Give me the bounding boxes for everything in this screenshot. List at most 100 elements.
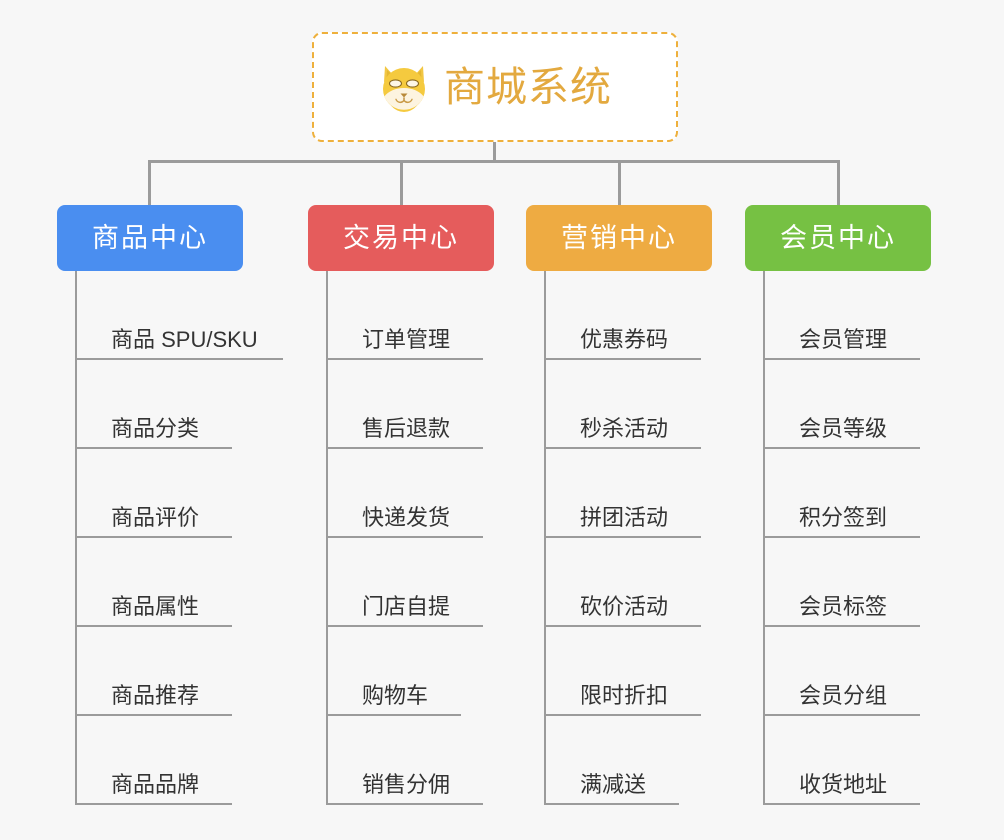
item-underline [326,803,483,805]
list-item[interactable]: 会员分组 [763,627,993,716]
item-underline [544,625,701,627]
item-underline [326,714,461,716]
list-item[interactable]: 商品推荐 [75,627,305,716]
item-label: 商品品牌 [111,772,200,797]
item-underline [544,447,701,449]
category-column-2: 交易中心 订单管理 售后退款 快递发货 门店自提 购物车 [308,205,494,805]
item-underline [75,803,232,805]
item-underline [544,714,701,716]
connector-bus [148,160,840,163]
list-item[interactable]: 商品属性 [75,538,305,627]
category-label-1: 商品中心 [92,222,208,253]
category-label-3: 营销中心 [561,222,677,253]
item-label: 售后退款 [362,416,451,441]
item-underline [763,803,920,805]
item-underline [75,358,283,360]
list-item[interactable]: 会员标签 [763,538,993,627]
item-underline [763,714,920,716]
item-underline [763,358,920,360]
list-item[interactable]: 会员管理 [763,271,993,360]
item-label: 积分签到 [799,505,888,530]
item-label: 满减送 [580,772,647,797]
item-label: 商品推荐 [111,683,200,708]
connector-root-stem [493,142,496,162]
category-spine-4 [763,271,765,805]
item-label: 会员标签 [799,594,888,619]
connector-drop-2 [400,160,403,207]
item-label: 商品分类 [111,416,200,441]
item-underline [544,803,679,805]
category-items-3: 优惠券码 秒杀活动 拼团活动 砍价活动 限时折扣 满减送 [544,271,774,805]
item-underline [763,447,920,449]
list-item[interactable]: 会员等级 [763,360,993,449]
item-underline [544,358,701,360]
list-item[interactable]: 秒杀活动 [544,360,774,449]
item-label: 收货地址 [799,772,888,797]
category-items-4: 会员管理 会员等级 积分签到 会员标签 会员分组 收货地址 [763,271,993,805]
list-item[interactable]: 商品评价 [75,449,305,538]
item-underline [326,358,483,360]
category-header-4[interactable]: 会员中心 [745,205,931,271]
category-items-2: 订单管理 售后退款 快递发货 门店自提 购物车 销售分佣 [326,271,556,805]
item-label: 限时折扣 [580,683,669,708]
item-label: 门店自提 [362,594,451,619]
list-item[interactable]: 订单管理 [326,271,556,360]
item-underline [326,447,483,449]
list-item[interactable]: 积分签到 [763,449,993,538]
list-item[interactable]: 快递发货 [326,449,556,538]
category-spine-3 [544,271,546,805]
category-column-4: 会员中心 会员管理 会员等级 积分签到 会员标签 会员分组 [745,205,931,805]
item-label: 购物车 [362,683,429,708]
item-label: 快递发货 [362,505,451,530]
list-item[interactable]: 满减送 [544,716,774,805]
item-underline [763,625,920,627]
item-label: 会员管理 [799,327,888,352]
item-label: 订单管理 [362,327,451,352]
item-label: 销售分佣 [362,772,451,797]
item-label: 商品属性 [111,594,200,619]
item-underline [75,625,232,627]
category-spine-2 [326,271,328,805]
root-node[interactable]: 商城系统 [312,32,678,142]
item-underline [326,536,483,538]
connector-drop-3 [618,160,621,207]
category-header-1[interactable]: 商品中心 [57,205,243,271]
list-item[interactable]: 商品品牌 [75,716,305,805]
item-underline [544,536,701,538]
list-item[interactable]: 砍价活动 [544,538,774,627]
item-label: 优惠券码 [580,327,669,352]
category-column-1: 商品中心 商品 SPU/SKU 商品分类 商品评价 商品属性 商品推荐 [57,205,283,805]
item-label: 会员分组 [799,683,888,708]
item-underline [75,714,232,716]
list-item[interactable]: 商品 SPU/SKU [75,271,305,360]
category-column-3: 营销中心 优惠券码 秒杀活动 拼团活动 砍价活动 限时折扣 [526,205,712,805]
list-item[interactable]: 门店自提 [326,538,556,627]
category-spine-1 [75,271,77,805]
item-underline [75,536,232,538]
item-underline [326,625,483,627]
shiba-dog-icon [378,62,430,112]
root-title: 商城系统 [444,63,612,110]
item-label: 砍价活动 [580,594,669,619]
item-label: 商品 SPU/SKU [111,327,258,352]
list-item[interactable]: 收货地址 [763,716,993,805]
list-item[interactable]: 购物车 [326,627,556,716]
item-label: 秒杀活动 [580,416,669,441]
item-label: 拼团活动 [580,505,669,530]
list-item[interactable]: 销售分佣 [326,716,556,805]
item-label: 商品评价 [111,505,200,530]
list-item[interactable]: 限时折扣 [544,627,774,716]
category-header-2[interactable]: 交易中心 [308,205,494,271]
connector-drop-4 [837,160,840,207]
category-label-2: 交易中心 [343,222,459,253]
list-item[interactable]: 拼团活动 [544,449,774,538]
list-item[interactable]: 优惠券码 [544,271,774,360]
item-underline [763,536,920,538]
item-underline [75,447,232,449]
list-item[interactable]: 商品分类 [75,360,305,449]
item-label: 会员等级 [799,416,888,441]
category-header-3[interactable]: 营销中心 [526,205,712,271]
list-item[interactable]: 售后退款 [326,360,556,449]
category-label-4: 会员中心 [780,222,896,253]
connector-drop-1 [148,160,151,207]
